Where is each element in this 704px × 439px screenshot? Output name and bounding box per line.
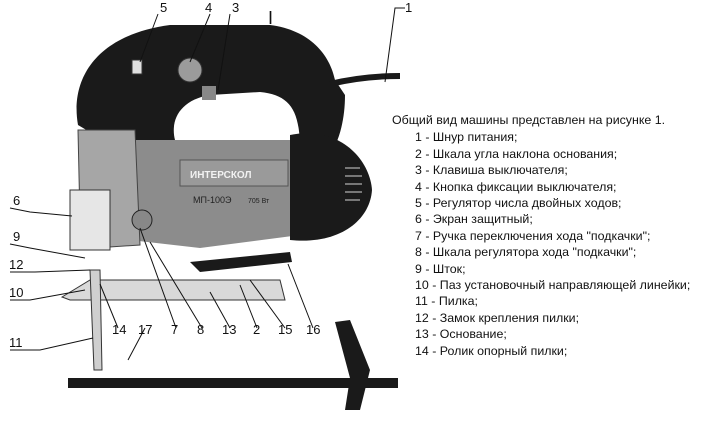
legend-item: 12 - Замок крепления пилки; [415, 310, 580, 325]
callout-15: 15 [278, 322, 292, 337]
callout-1: 1 [405, 0, 412, 15]
legend-item: 9 - Шток; [415, 261, 466, 276]
callout-5: 5 [160, 0, 167, 15]
side-mark: I [268, 8, 273, 28]
lock-button [177, 57, 203, 83]
guide-rail [68, 378, 398, 388]
handle-grip-hole [193, 100, 290, 152]
motor-vents [345, 167, 362, 201]
saw-blade [89, 269, 103, 371]
legend-intro: Общий вид машины представлен на рисунке … [392, 113, 666, 127]
legend-item: 7 - Ручка переключения хода "подкачки"; [415, 228, 651, 243]
callout-2: 2 [253, 322, 260, 337]
model-text: МП-100Э [193, 195, 232, 205]
callout-6: 6 [13, 193, 20, 208]
speed-regulator [131, 59, 143, 75]
legend-item: 8 - Шкала регулятора хода "подкачки"; [415, 245, 637, 260]
motor-cap [290, 133, 372, 241]
callout-7: 7 [171, 322, 178, 337]
callout-13: 13 [222, 322, 236, 337]
power-cord [329, 73, 401, 87]
guide-fence [335, 320, 370, 410]
callout-17: 17 [138, 322, 152, 337]
callout-3: 3 [232, 0, 239, 15]
callout-8: 8 [197, 322, 204, 337]
pendulum-knob [131, 209, 153, 231]
parts-legend: Общий вид машины представлен на рисунке … [392, 112, 702, 359]
brand-text: ИНТЕРСКОЛ [190, 170, 251, 181]
legend-item: 5 - Регулятор числа двойных ходов; [415, 196, 622, 211]
callout-12: 12 [9, 257, 23, 272]
callout-10: 10 [9, 285, 23, 300]
motor-housing [130, 140, 314, 248]
legend-item: 10 - Паз установочный направляющей линей… [415, 278, 691, 293]
blade-guard [69, 189, 111, 251]
legend-item: 14 - Ролик опорный пилки; [415, 343, 568, 358]
leader-lines [9, 7, 405, 361]
legend-item: 1 - Шнур питания; [415, 130, 518, 145]
brand-plate [179, 159, 289, 187]
legend-item: 4 - Кнопка фиксации выключателя; [415, 179, 617, 194]
base-plate [60, 279, 286, 301]
legend-item: 2 - Шкала угла наклона основания; [415, 146, 618, 161]
callout-9: 9 [13, 229, 20, 244]
legend-item: 13 - Основание; [415, 327, 507, 342]
angle-lever [190, 252, 292, 272]
power-text: 705 Вт [248, 198, 270, 205]
callout-16: 16 [306, 322, 320, 337]
callout-11: 11 [9, 335, 23, 350]
callout-numbers: 1 3 4 5 6 9 12 10 11 14 17 7 8 13 2 15 1… [9, 0, 412, 350]
callout-4: 4 [205, 0, 212, 15]
legend-item: 11 - Пилка; [415, 294, 478, 309]
legend-list: 1 - Шнур питания; 2 - Шкала угла наклона… [392, 129, 702, 359]
legend-item: 3 - Клавиша выключателя; [415, 163, 568, 178]
callout-14: 14 [112, 322, 126, 337]
handle-body [76, 25, 345, 178]
trigger-switch [202, 86, 216, 100]
legend-item: 6 - Экран защитный; [415, 212, 533, 227]
